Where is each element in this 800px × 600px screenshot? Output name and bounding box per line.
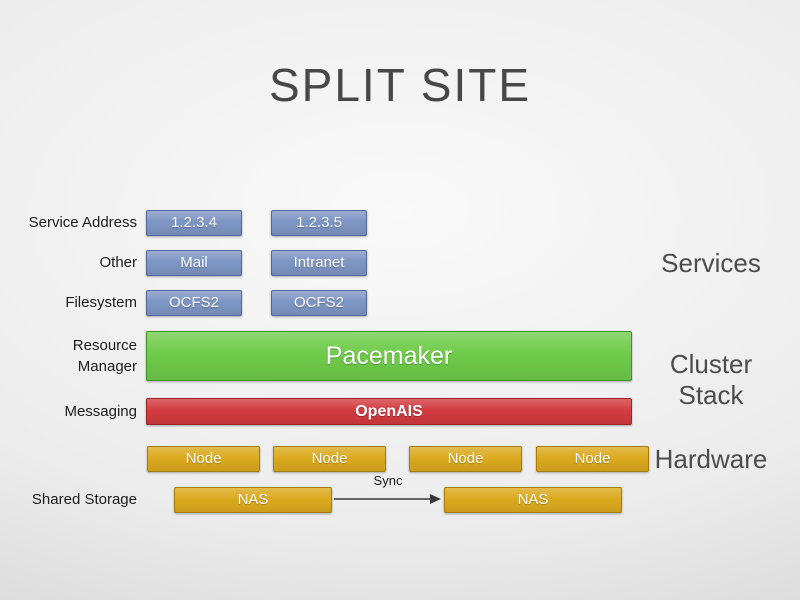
label-other: Other: [99, 254, 137, 271]
section-label-cluster-stack: Cluster Stack: [641, 349, 781, 411]
node-box-4: Node: [536, 446, 649, 472]
label-service-address: Service Address: [28, 214, 137, 231]
node-box-3: Node: [409, 446, 522, 472]
label-messaging: Messaging: [64, 403, 137, 420]
openais-box: OpenAIS: [146, 398, 632, 425]
nas-box-1: NAS: [174, 487, 332, 513]
section-label-cluster: Cluster: [669, 349, 753, 379]
section-label-services: Services: [661, 248, 761, 278]
sync-arrow-label: Sync: [373, 473, 403, 488]
section-label-stack: Stack: [678, 380, 744, 410]
nas-box-2: NAS: [444, 487, 622, 513]
slide-title: SPLIT SITE: [268, 59, 532, 111]
section-label-hardware: Hardware: [654, 444, 768, 474]
sync-arrow: [334, 494, 441, 504]
service-address-box-2: 1.2.3.5: [271, 210, 367, 236]
label-resource-manager-line1: Resource: [72, 337, 137, 354]
node-box-2: Node: [273, 446, 386, 472]
mail-box: Mail: [146, 250, 242, 276]
label-filesystem: Filesystem: [65, 294, 137, 311]
label-resource-manager: Resource Manager: [0, 331, 137, 385]
filesystem-box-2: OCFS2: [271, 290, 367, 316]
filesystem-box-1: OCFS2: [146, 290, 242, 316]
node-box-1: Node: [147, 446, 260, 472]
label-shared-storage: Shared Storage: [31, 491, 137, 508]
label-resource-manager-line2: Manager: [77, 358, 137, 375]
service-address-box-1: 1.2.3.4: [146, 210, 242, 236]
intranet-box: Intranet: [271, 250, 367, 276]
pacemaker-box: Pacemaker: [146, 331, 632, 381]
